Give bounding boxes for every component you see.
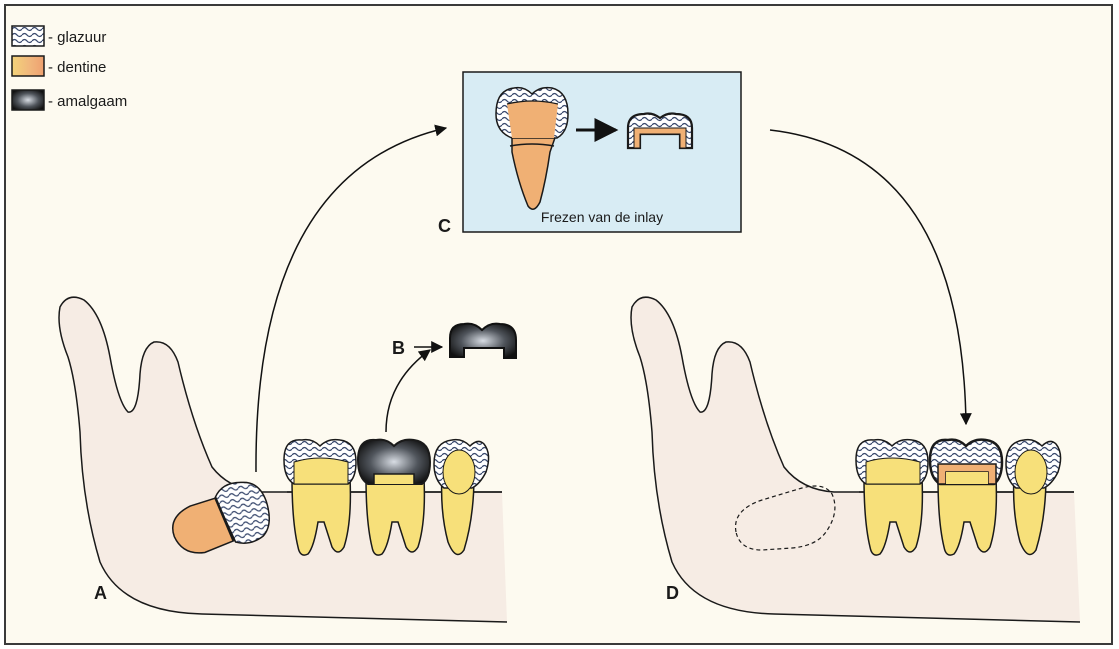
legend-label-enamel: - glazuur (48, 29, 106, 46)
dentine-swatch-icon (12, 56, 44, 76)
legend-item-dentine: - dentine (12, 56, 106, 76)
panel-c-caption: Frezen van de inlay (541, 209, 663, 225)
legend-label-amalgam: - amalgaam (48, 93, 127, 110)
legend-item-enamel: - glazuur (12, 26, 106, 46)
legend-item-amalgam: - amalgaam (12, 90, 127, 110)
legend: - glazuur - dentine - amalgaam (12, 26, 127, 110)
arrow-a-to-c-icon (256, 128, 446, 472)
legend-label-dentine: - dentine (48, 59, 106, 76)
figure-frame: - glazuur - dentine - amalgaam Frezen v (4, 4, 1113, 645)
panel-a-label: A (94, 583, 107, 603)
jaw-a (59, 297, 507, 622)
amalgam-filling-icon (450, 324, 516, 358)
dental-diagram: - glazuur - dentine - amalgaam Frezen v (6, 6, 1115, 647)
panel-b-label: B (392, 338, 405, 358)
enamel-swatch-icon (12, 26, 44, 46)
amalgam-swatch-icon (12, 90, 44, 110)
arrow-b-icon (386, 350, 430, 432)
arrow-c-to-d-icon (770, 130, 966, 424)
panel-c: Frezen van de inlay (463, 72, 741, 232)
panel-d-label: D (666, 583, 679, 603)
panel-c-label: C (438, 216, 451, 236)
jaw-d (631, 297, 1080, 622)
